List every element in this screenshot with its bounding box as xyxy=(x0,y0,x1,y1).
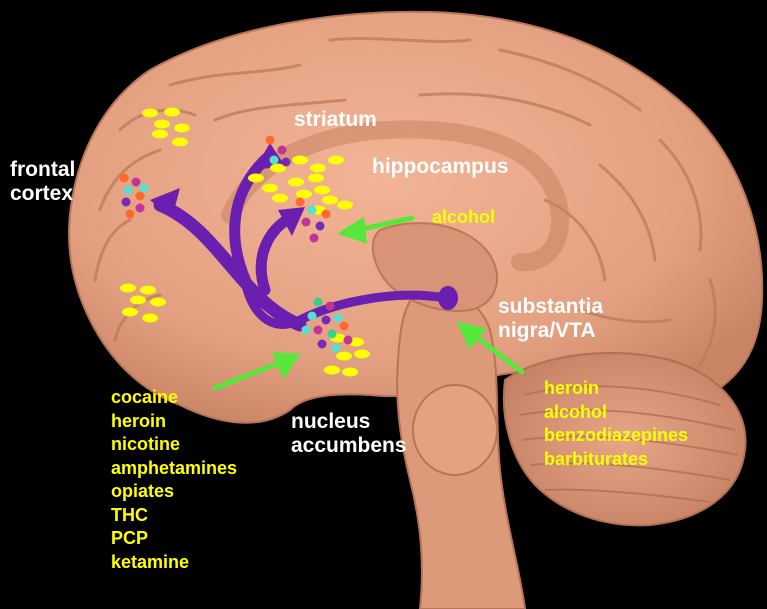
label-frontal-line1: frontal xyxy=(10,158,75,182)
label-striatum: striatum xyxy=(294,108,377,132)
receptor-dot xyxy=(336,352,352,361)
dopamine-dot xyxy=(314,326,323,335)
drug-list-nucleus-accumbens: cocaine heroin nicotine amphetamines opi… xyxy=(111,386,237,574)
receptor-dot xyxy=(314,186,330,195)
dopamine-dot xyxy=(302,326,311,335)
receptor-dot xyxy=(152,130,168,139)
drug-item: alcohol xyxy=(544,401,688,425)
drug-label-striatum: alcohol xyxy=(432,207,495,228)
drug-item: barbiturates xyxy=(544,448,688,472)
receptor-dot xyxy=(248,174,264,183)
dopamine-dot xyxy=(322,316,331,325)
dopamine-dot xyxy=(132,178,141,187)
drug-item: heroin xyxy=(544,377,688,401)
label-accumbens-line1: nucleus xyxy=(291,410,407,434)
vta-origin xyxy=(438,286,458,310)
label-hippocampus: hippocampus xyxy=(372,155,509,179)
label-frontal-line2: cortex xyxy=(10,182,75,206)
dopamine-dot xyxy=(266,136,275,145)
label-substantia-line1: substantia xyxy=(498,295,603,319)
drug-item: heroin xyxy=(111,410,237,434)
pons xyxy=(413,385,497,475)
receptor-dot xyxy=(292,156,308,165)
drug-item: THC xyxy=(111,504,237,528)
receptor-dot xyxy=(328,156,344,165)
dopamine-dot xyxy=(270,156,279,165)
drug-item: amphetamines xyxy=(111,457,237,481)
dopamine-dot xyxy=(122,198,131,207)
receptor-dot xyxy=(322,196,338,205)
receptor-dot xyxy=(310,164,326,173)
dopamine-dot xyxy=(136,192,145,201)
receptor-dot xyxy=(140,286,156,295)
receptor-dot xyxy=(122,308,138,317)
receptor-dot xyxy=(174,124,190,133)
receptor-dot xyxy=(288,178,304,187)
label-substantia-line2: nigra/VTA xyxy=(498,319,603,343)
dopamine-dot xyxy=(332,344,341,353)
dopamine-dot xyxy=(124,186,133,195)
dopamine-dot xyxy=(140,184,149,193)
dopamine-dot xyxy=(282,158,291,167)
dopamine-dot xyxy=(340,322,349,331)
receptor-dot xyxy=(150,298,166,307)
receptor-dot xyxy=(262,184,278,193)
dopamine-dot xyxy=(302,218,311,227)
dopamine-dot xyxy=(136,204,145,213)
dopamine-dot xyxy=(344,336,353,345)
drug-item: nicotine xyxy=(111,433,237,457)
dopamine-dot xyxy=(296,198,305,207)
receptor-dot xyxy=(120,284,136,293)
drug-list-substantia-nigra: heroin alcohol benzodiazepines barbitura… xyxy=(544,377,688,471)
receptor-dot xyxy=(324,366,340,375)
dopamine-dot xyxy=(278,146,287,155)
dopamine-dot xyxy=(314,298,323,307)
receptor-dot xyxy=(164,108,180,117)
receptor-dot xyxy=(142,109,158,118)
receptor-dot xyxy=(308,174,324,183)
dopamine-dot xyxy=(310,234,319,243)
receptor-dot xyxy=(172,138,188,147)
dopamine-dot xyxy=(126,210,135,219)
label-accumbens-line2: accumbens xyxy=(291,434,407,458)
receptor-dot xyxy=(154,120,170,129)
dopamine-dot xyxy=(318,340,327,349)
drug-item: cocaine xyxy=(111,386,237,410)
receptor-dot xyxy=(342,368,358,377)
receptor-dot xyxy=(142,314,158,323)
receptor-dot xyxy=(337,201,353,210)
dopamine-dot xyxy=(308,312,317,321)
receptor-dot xyxy=(272,194,288,203)
drug-item: benzodiazepines xyxy=(544,424,688,448)
dopamine-dot xyxy=(322,210,331,219)
drug-item: ketamine xyxy=(111,551,237,575)
dopamine-dot xyxy=(328,330,337,339)
drug-item: PCP xyxy=(111,527,237,551)
label-nucleus-accumbens: nucleus accumbens xyxy=(291,410,407,458)
dopamine-dot xyxy=(316,222,325,231)
label-substantia-nigra: substantia nigra/VTA xyxy=(498,295,603,343)
dopamine-dot xyxy=(326,302,335,311)
receptor-dot xyxy=(296,190,312,199)
dopamine-dot xyxy=(334,314,343,323)
dopamine-dot xyxy=(308,206,317,215)
label-frontal-cortex: frontal cortex xyxy=(10,158,75,206)
receptor-dot xyxy=(354,350,370,359)
receptor-dot xyxy=(130,296,146,305)
drug-item: opiates xyxy=(111,480,237,504)
dopamine-dot xyxy=(120,174,129,183)
